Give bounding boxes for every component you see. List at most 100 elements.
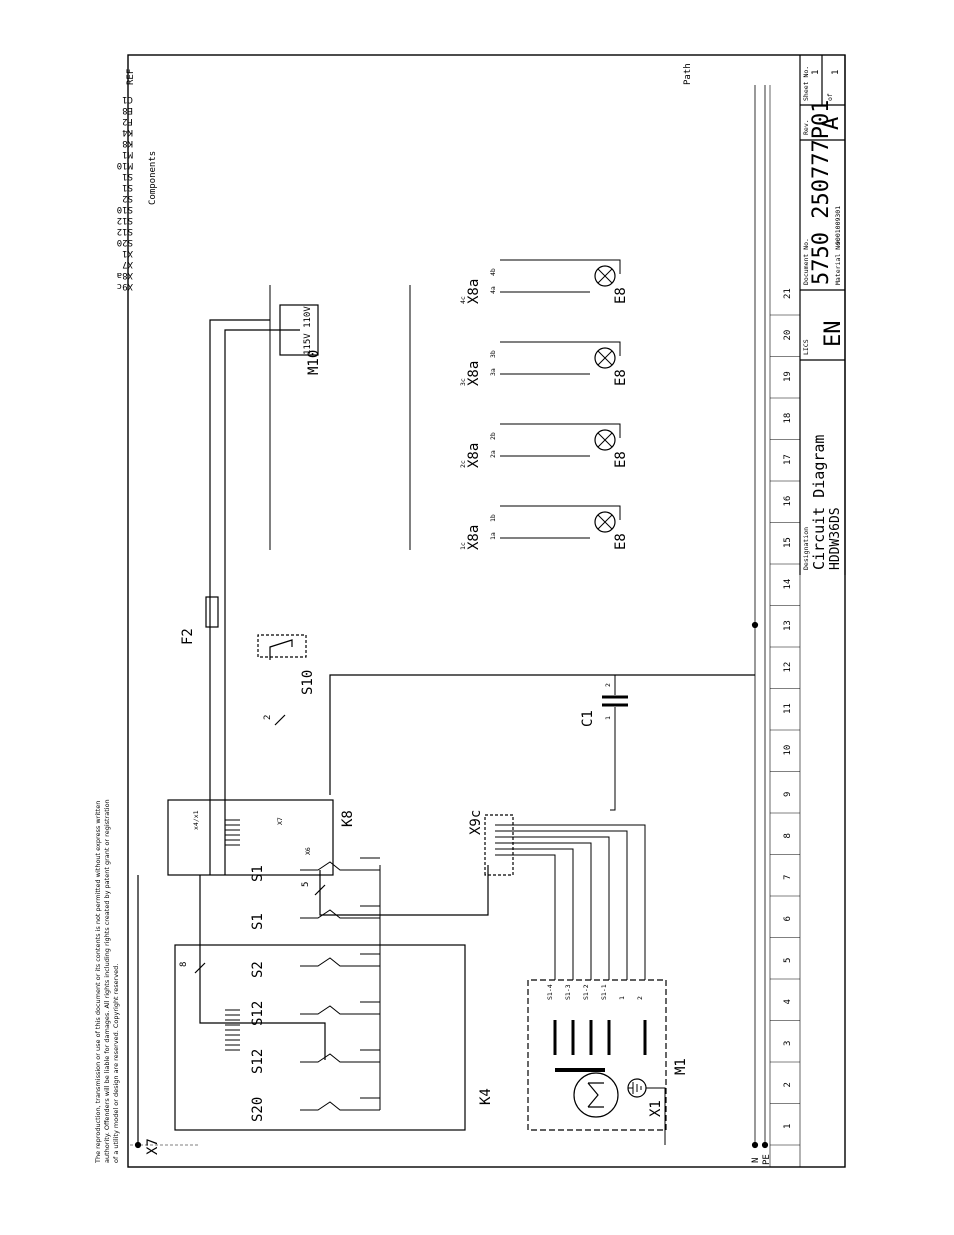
s10-dashed-box <box>257 634 307 658</box>
column-number: 20 <box>783 330 793 341</box>
k8-label: K8 <box>340 810 356 827</box>
column-number: 21 <box>783 288 793 299</box>
f2-label: F2 <box>180 628 196 645</box>
comp-ref: C1 <box>122 94 133 104</box>
column-number: 18 <box>783 413 793 424</box>
column-number: 8 <box>783 833 793 838</box>
lamp-cross-icon <box>597 268 613 284</box>
lamp-cross-icon <box>597 350 613 366</box>
lamp-symbol <box>594 429 616 451</box>
motor-pin-label: S1-3 <box>564 984 572 1000</box>
x8a-label: X8a <box>466 279 482 304</box>
motor-symbol <box>573 1072 619 1118</box>
switch-label: S1 <box>250 913 266 930</box>
lamp-cross-icon <box>597 514 613 530</box>
m1-dashed-box <box>527 979 667 1131</box>
s10-count: 2 <box>263 715 273 720</box>
comp-header-ref: REF <box>126 69 136 85</box>
x8a-label: X8a <box>466 525 482 550</box>
x1-earthing-support: X1 <box>627 1078 666 1145</box>
rail-n-junction-1 <box>761 1141 769 1149</box>
switch-label: S12 <box>250 1001 266 1026</box>
switch-label: S20 <box>250 1097 266 1122</box>
e8-label: E8 <box>613 451 629 468</box>
motor-pin-label: S1-2 <box>582 984 590 1000</box>
column-number: 19 <box>783 371 793 382</box>
switch-contact <box>300 1053 360 1063</box>
c1-pin-2: 2 <box>604 683 612 687</box>
switch-label: S12 <box>250 1049 266 1074</box>
comp-ref: S1 <box>122 171 133 181</box>
comp-ref: M1 <box>122 149 133 159</box>
comp-ref: K4 <box>122 127 133 137</box>
x8a-pin: 3b <box>489 350 497 358</box>
x8a-pin: 4b <box>489 268 497 276</box>
x9c-label: X9c <box>468 810 484 835</box>
m10-label: M10 <box>306 350 322 375</box>
k8-box <box>167 799 334 876</box>
x1-label: X1 <box>648 1100 664 1117</box>
tb-designation-label: Designation <box>802 527 810 570</box>
m10-box <box>279 304 319 356</box>
x8a-pin: 1c <box>459 542 467 550</box>
switch-contact <box>300 1005 360 1015</box>
comp-ref: S10 <box>117 204 133 214</box>
rail-n-label: N <box>751 1158 761 1163</box>
rail-pe-junction <box>751 1141 759 1149</box>
lamp-symbol <box>594 347 616 369</box>
x8a-label: X8a <box>466 361 482 386</box>
m1-fan-motor: M1 <box>527 979 689 1131</box>
column-number: 7 <box>783 875 793 880</box>
comp-ref: X9c <box>117 281 133 291</box>
x9c-motor-connector: X9c <box>468 810 514 876</box>
supply-rails: N PE <box>751 85 772 1165</box>
column-number: 9 <box>783 792 793 797</box>
comp-ref: X8a <box>117 270 133 280</box>
comp-header-path: Path <box>683 63 693 85</box>
lamp-symbol <box>594 265 616 287</box>
comp-ref: X7 <box>122 259 133 269</box>
k4-label: K4 <box>478 1088 494 1105</box>
m10-transformer: M10 115V 110V <box>279 304 322 375</box>
switch-contact <box>300 861 360 871</box>
switch-contact <box>300 1101 360 1111</box>
comp-ref: S1 <box>122 182 133 192</box>
x9c-box <box>484 814 514 876</box>
tb-of-label: of <box>826 93 834 101</box>
motor-pin-label: 1 <box>618 996 626 1000</box>
s10-label: S10 <box>300 670 316 695</box>
tb-rev-label: Rev. <box>802 119 810 135</box>
x8a-pin: 1a <box>489 532 497 540</box>
comp-ref: S20 <box>117 237 133 247</box>
x8a-pin: 3c <box>459 378 467 386</box>
motor-pin-label: S1-4 <box>546 984 554 1000</box>
k8-speed-board: K8 x4/x1 X7 X6 <box>167 799 356 1051</box>
k8-x4x1-label: x4/x1 <box>192 810 200 830</box>
x8a-pin: 4a <box>489 286 497 294</box>
component-list: REFComponentsPathC1E8F2K4K8M1M10S1S1S2S1… <box>117 63 693 291</box>
f2-fuse: F2 <box>180 596 219 645</box>
tb-material-label: Material No. <box>834 238 842 285</box>
column-number: 5 <box>783 958 793 963</box>
switch-contact <box>300 957 360 967</box>
comp-header-name: Components <box>148 151 158 205</box>
comp-ref: M10 <box>117 160 133 170</box>
switch-label: S2 <box>250 961 266 978</box>
column-number: 11 <box>783 703 793 714</box>
motor-lead <box>495 824 646 980</box>
x8a-pin: 2c <box>459 460 467 468</box>
c1-lead-1 <box>610 707 616 811</box>
k8-x7-label: X7 <box>276 817 284 825</box>
column-number: 13 <box>783 620 793 631</box>
motor-pin-label: S1-1 <box>600 984 608 1000</box>
x8a-pin: 3a <box>489 368 497 376</box>
x8a-pin: 1b <box>489 514 497 522</box>
comp-ref: S12 <box>117 215 133 225</box>
column-number: 17 <box>783 454 793 465</box>
switch-contact <box>300 909 360 919</box>
column-number: 2 <box>783 1082 793 1087</box>
copyright-line-2: authority. Offenders will be liable for … <box>103 799 111 1163</box>
k4-box <box>174 944 466 1131</box>
motor-lead <box>495 836 610 980</box>
